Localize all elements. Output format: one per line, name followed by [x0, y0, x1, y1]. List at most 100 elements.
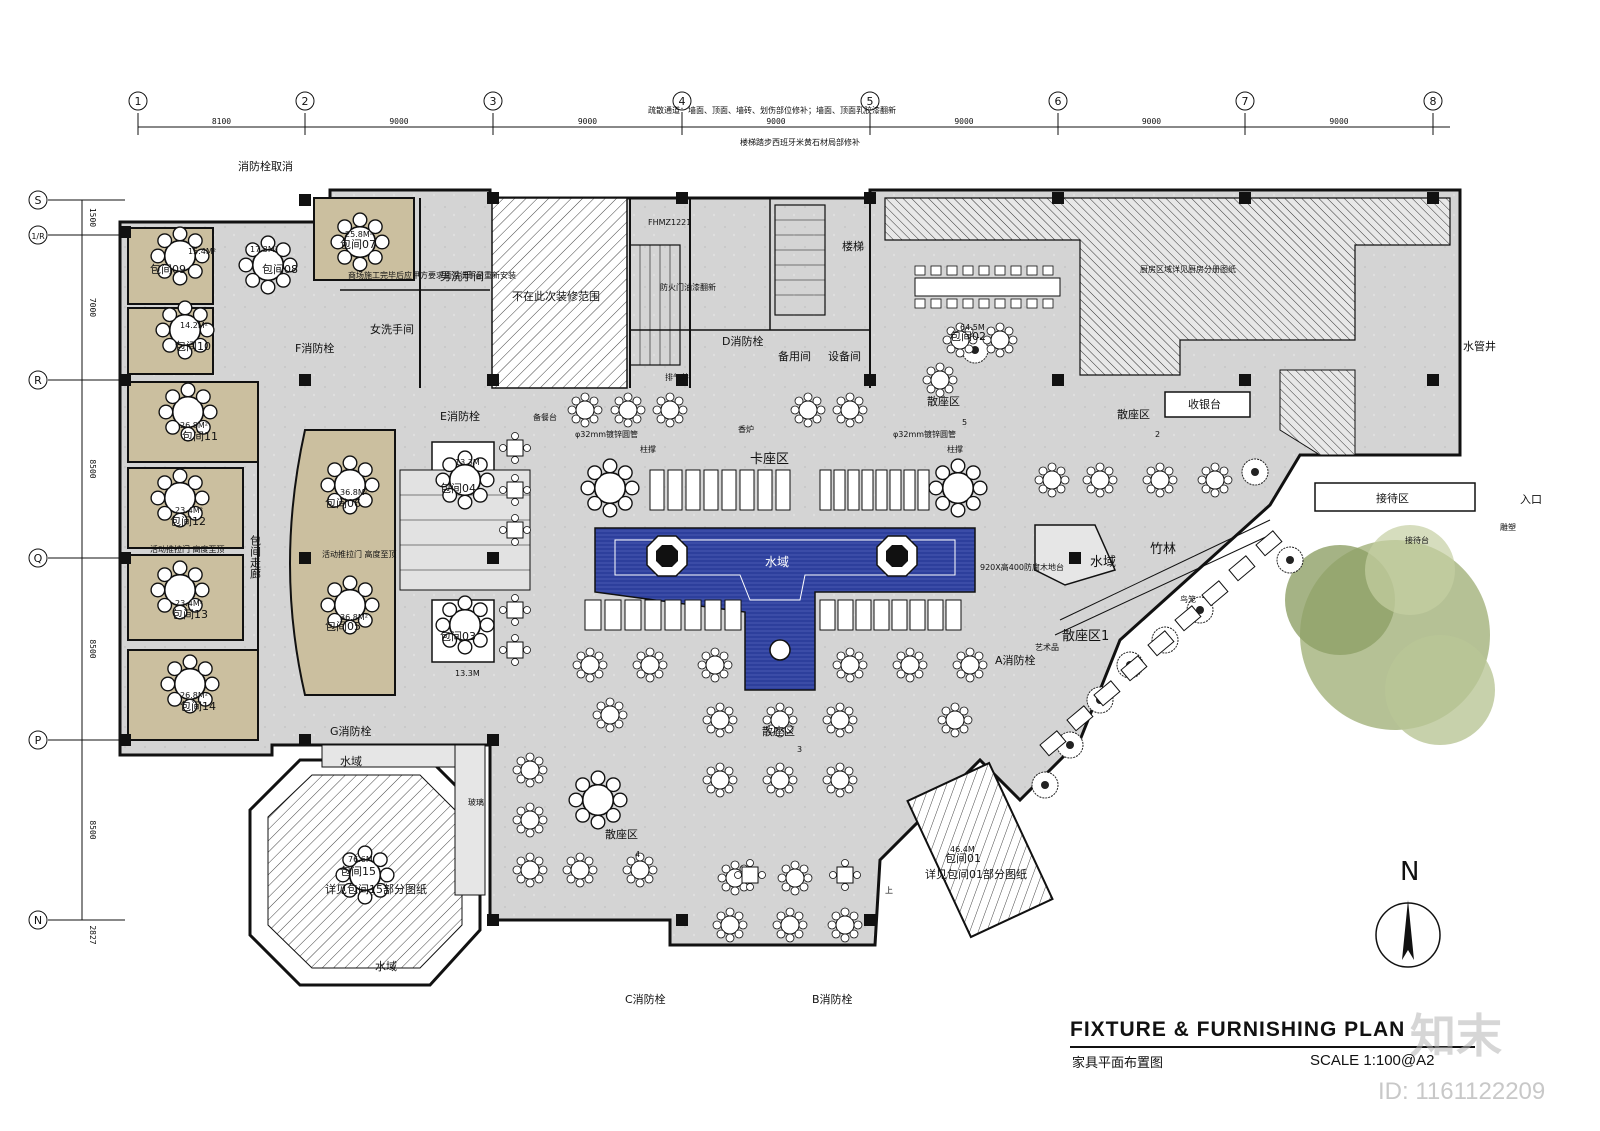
corridor-label: 包间走廊	[249, 535, 262, 580]
row-span-label: 8500	[88, 639, 97, 658]
sliding-label: 活动推拉门 高度至顶	[150, 544, 225, 554]
grid-row-label: P	[35, 734, 42, 747]
dining-tables	[150, 212, 1283, 943]
pr-02-area: 64.5M	[960, 323, 985, 332]
spare-room-label: 备用间	[778, 349, 811, 363]
round-table	[762, 762, 798, 798]
row-span-label: 8500	[88, 459, 97, 478]
column	[119, 734, 131, 746]
pr-15-name: 包间15	[340, 865, 376, 878]
planter-core	[1286, 556, 1294, 564]
dining4-num: 4	[635, 850, 640, 859]
round-table	[702, 762, 738, 798]
round-table	[822, 702, 858, 738]
pr-12-area: 23.4M²	[175, 506, 203, 515]
column-span-label: 9000	[578, 117, 597, 126]
round-table	[1082, 462, 1118, 498]
booth-seat	[833, 469, 846, 511]
column	[119, 226, 131, 238]
round-table	[892, 647, 928, 683]
grid-bubble-col: 4	[672, 91, 692, 135]
dining4-label: 散座区	[605, 827, 638, 841]
evac-note-label: 疏散通道：墙面、顶面、墙砖、划伤部位修补；墙面、顶面乳胶漆翻新	[648, 105, 896, 115]
booth-seat	[584, 599, 602, 631]
chair	[946, 265, 958, 276]
dining3-num: 3	[797, 745, 802, 754]
planter-core	[1041, 781, 1049, 789]
not-in-scope-label: 不在此次装修范围	[512, 289, 600, 303]
booth-seat	[819, 469, 832, 511]
plan-scale: SCALE 1:100@A2	[1310, 1052, 1435, 1069]
plan-labels: 消防栓取消 疏散通道：墙面、顶面、墙砖、划伤部位修补；墙面、顶面乳胶漆翻新 楼梯…	[150, 105, 1542, 1006]
pr-08-area: 17.3M²	[250, 245, 278, 254]
round-table	[952, 647, 988, 683]
grid-row-label: 1/R	[31, 232, 45, 241]
pr-09-area: 15.4M²	[188, 247, 216, 256]
pr-07-name: 包间07	[340, 238, 376, 251]
womens-room-label: 女洗手间	[370, 322, 414, 336]
reception-label: 接待区	[1376, 491, 1409, 505]
grid-bubble-col: 2	[295, 91, 315, 135]
water-feature-main	[594, 527, 976, 691]
column	[487, 914, 499, 926]
column	[864, 914, 876, 926]
booth-seat	[861, 469, 874, 511]
pr-01-name: 包间01	[945, 852, 981, 865]
pr-05-name: 包间05	[325, 620, 361, 633]
pipe-note2-label: φ32mm镀锌圆管	[893, 429, 956, 439]
round-table	[512, 752, 548, 788]
booth-seat	[757, 469, 773, 511]
booth-seat	[624, 599, 642, 631]
sofa	[1093, 680, 1121, 707]
chair	[962, 265, 974, 276]
column	[864, 192, 876, 204]
chair	[962, 298, 974, 309]
chair	[1026, 265, 1038, 276]
chair	[930, 298, 942, 309]
pr-04-area: 13.3M	[455, 458, 480, 467]
not-in-scope-area	[491, 197, 628, 389]
booth-seat	[889, 469, 902, 511]
water-pipe-label: 水管井	[1463, 339, 1496, 353]
booth-seat	[704, 599, 722, 631]
column-span-label: 9000	[389, 117, 408, 126]
column	[119, 552, 131, 564]
banquet-table	[580, 458, 640, 518]
grid-bubble-col: 1	[128, 91, 148, 135]
pillar2-label: 柱撑	[947, 444, 963, 454]
column	[487, 734, 499, 746]
round-table	[572, 647, 608, 683]
booth-seat	[649, 469, 665, 511]
banquet-table	[150, 226, 210, 286]
grid-bubble-row: R	[28, 370, 125, 390]
booth-seat	[739, 469, 755, 511]
round-table	[922, 362, 958, 398]
booth-label: 卡座区	[750, 452, 789, 467]
pr-13-area: 23.4M²	[175, 599, 203, 608]
column	[299, 194, 311, 206]
pr-10-area: 14.2M²	[180, 321, 208, 330]
pr-09-name: 包间09	[150, 263, 186, 276]
pr-08-name: 包间08	[262, 263, 298, 276]
round-table	[592, 697, 628, 733]
booth-seat	[891, 599, 908, 631]
planter-core	[1196, 606, 1204, 614]
pr-03-area: 13.3M	[455, 669, 480, 678]
sink-note-label: 商场施工完毕后应甲方要求面盆洗手台重新安装	[348, 270, 516, 280]
chair	[914, 298, 926, 309]
bamboo-label: 竹林	[1150, 542, 1176, 557]
reception-desk-label: 接待台	[1405, 535, 1429, 545]
north-arrow: N	[1375, 857, 1441, 968]
stair-note-label: 楼梯踏步西班牙米黄石材局部修补	[740, 137, 860, 147]
round-table	[1197, 462, 1233, 498]
fire-c-label: C消防栓	[625, 992, 666, 1006]
chair	[1026, 298, 1038, 309]
kitchen-area-lower	[1279, 369, 1356, 456]
round-table	[772, 907, 808, 943]
sofa	[1066, 705, 1094, 732]
booth-seat	[684, 599, 702, 631]
grid-bubble-col: 7	[1235, 91, 1255, 135]
grid-row-label: Q	[34, 552, 43, 565]
booth-seat	[873, 599, 890, 631]
